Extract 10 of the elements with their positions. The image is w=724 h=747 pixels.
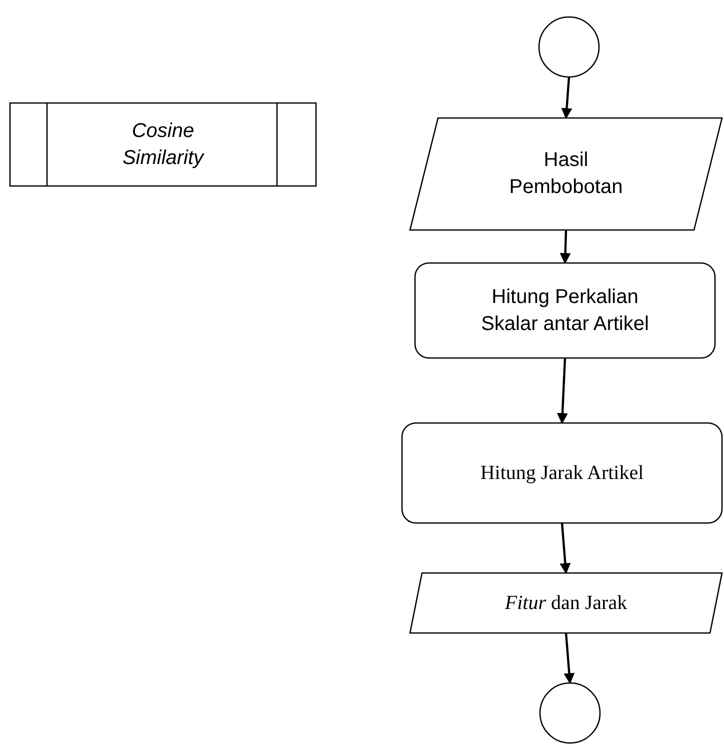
node-label: Fitur dan Jarak	[504, 590, 628, 616]
arrow	[564, 632, 575, 684]
node-label: Cosine Similarity	[121, 118, 206, 170]
arrow	[560, 230, 571, 264]
arrow	[556, 358, 568, 424]
node-label: Hasil Pembobotan	[508, 148, 624, 200]
arrow	[561, 76, 572, 120]
node-label: Hitung Perkalian Skalar antar Artikel	[480, 284, 650, 336]
node-label: Hitung Jarak Artikel	[480, 460, 644, 486]
arrow	[560, 522, 571, 574]
